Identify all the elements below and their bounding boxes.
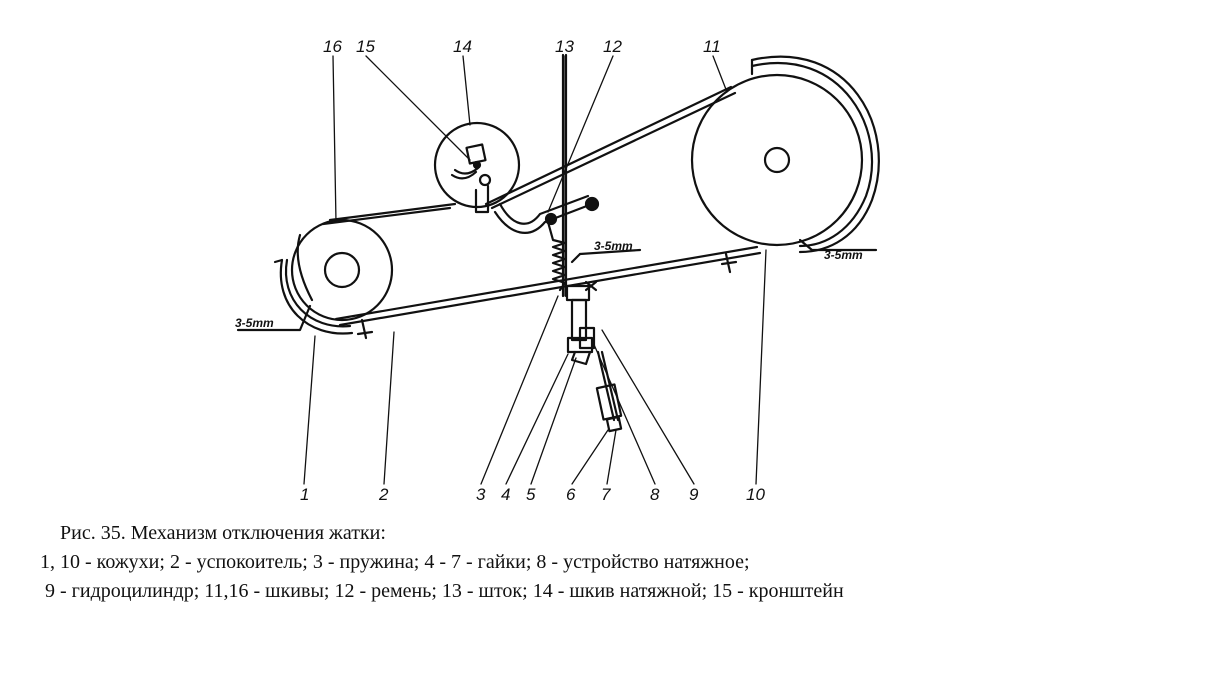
label-7: 7 bbox=[601, 485, 611, 504]
pulley-11 bbox=[690, 73, 864, 247]
hydraulic-cylinder-9 bbox=[565, 280, 623, 433]
label-16: 16 bbox=[323, 37, 342, 56]
label-15: 15 bbox=[356, 37, 375, 56]
gap-label-center: 3-5mm bbox=[594, 239, 633, 253]
caption-line-1: 1, 10 - кожухи; 2 - успокоитель; 3 - пру… bbox=[40, 551, 750, 573]
part-labels: 1 2 3 4 5 6 7 8 9 10 11 12 13 14 15 16 bbox=[300, 37, 765, 504]
label-4: 4 bbox=[501, 485, 510, 504]
label-12: 12 bbox=[603, 37, 622, 56]
belt-drive-diagram: 1 2 3 4 5 6 7 8 9 10 11 12 13 14 15 16 3… bbox=[235, 37, 880, 504]
label-1: 1 bbox=[300, 485, 309, 504]
label-6: 6 bbox=[566, 485, 576, 504]
gap-label-right: 3-5mm bbox=[824, 248, 863, 262]
label-3: 3 bbox=[476, 485, 486, 504]
label-8: 8 bbox=[650, 485, 660, 504]
guard-1 bbox=[273, 258, 354, 335]
pulley-16 bbox=[290, 218, 394, 322]
label-14: 14 bbox=[453, 37, 472, 56]
spring-3 bbox=[546, 220, 567, 292]
gap-labels: 3-5mm 3-5mm 3-5mm bbox=[235, 239, 863, 330]
belt-12 bbox=[296, 85, 762, 327]
caption-line-2: 9 - гидроцилиндр; 11,16 - шкивы; 12 - ре… bbox=[45, 580, 844, 602]
guard-10 bbox=[750, 55, 880, 254]
figure-caption: Рис. 35. Механизм отключения жатки: 1, 1… bbox=[40, 519, 1210, 606]
label-10: 10 bbox=[746, 485, 765, 504]
caption-title: Рис. 35. Механизм отключения жатки: bbox=[60, 522, 386, 544]
label-13: 13 bbox=[555, 37, 574, 56]
damper-2 bbox=[356, 252, 738, 340]
label-2: 2 bbox=[378, 485, 389, 504]
bracket-15 bbox=[450, 143, 492, 214]
label-9: 9 bbox=[689, 485, 699, 504]
gap-label-left: 3-5mm bbox=[235, 316, 274, 330]
label-5: 5 bbox=[526, 485, 536, 504]
label-11: 11 bbox=[703, 37, 721, 56]
